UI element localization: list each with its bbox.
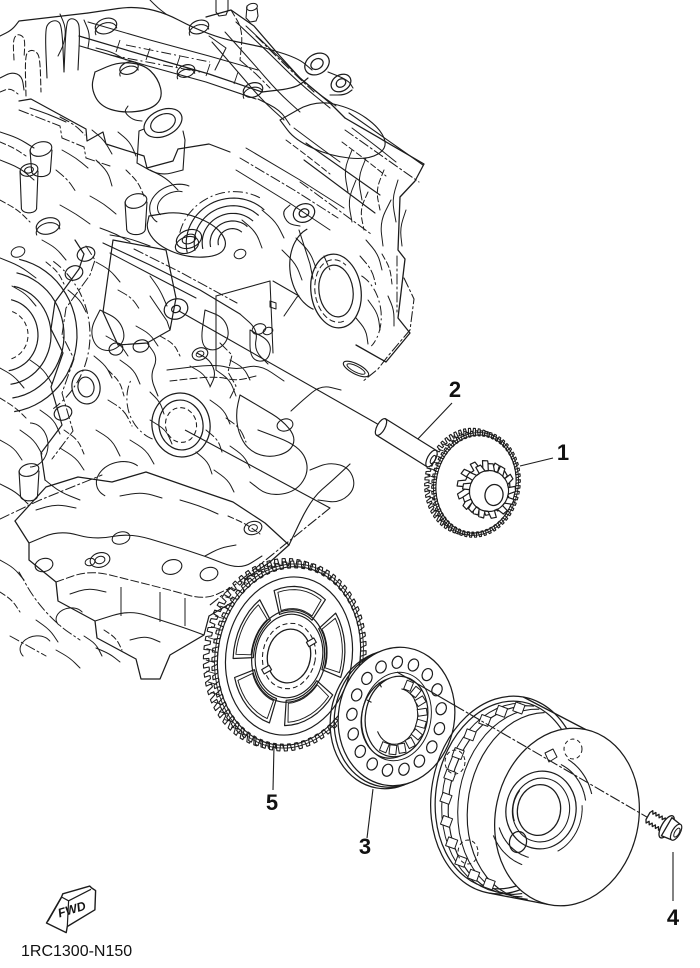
svg-text:4: 4 bbox=[667, 905, 680, 930]
svg-text:5: 5 bbox=[266, 790, 278, 815]
svg-text:1: 1 bbox=[557, 440, 569, 465]
svg-text:1RC1300-N150: 1RC1300-N150 bbox=[21, 943, 132, 960]
svg-text:3: 3 bbox=[359, 834, 371, 859]
svg-text:2: 2 bbox=[449, 377, 461, 402]
